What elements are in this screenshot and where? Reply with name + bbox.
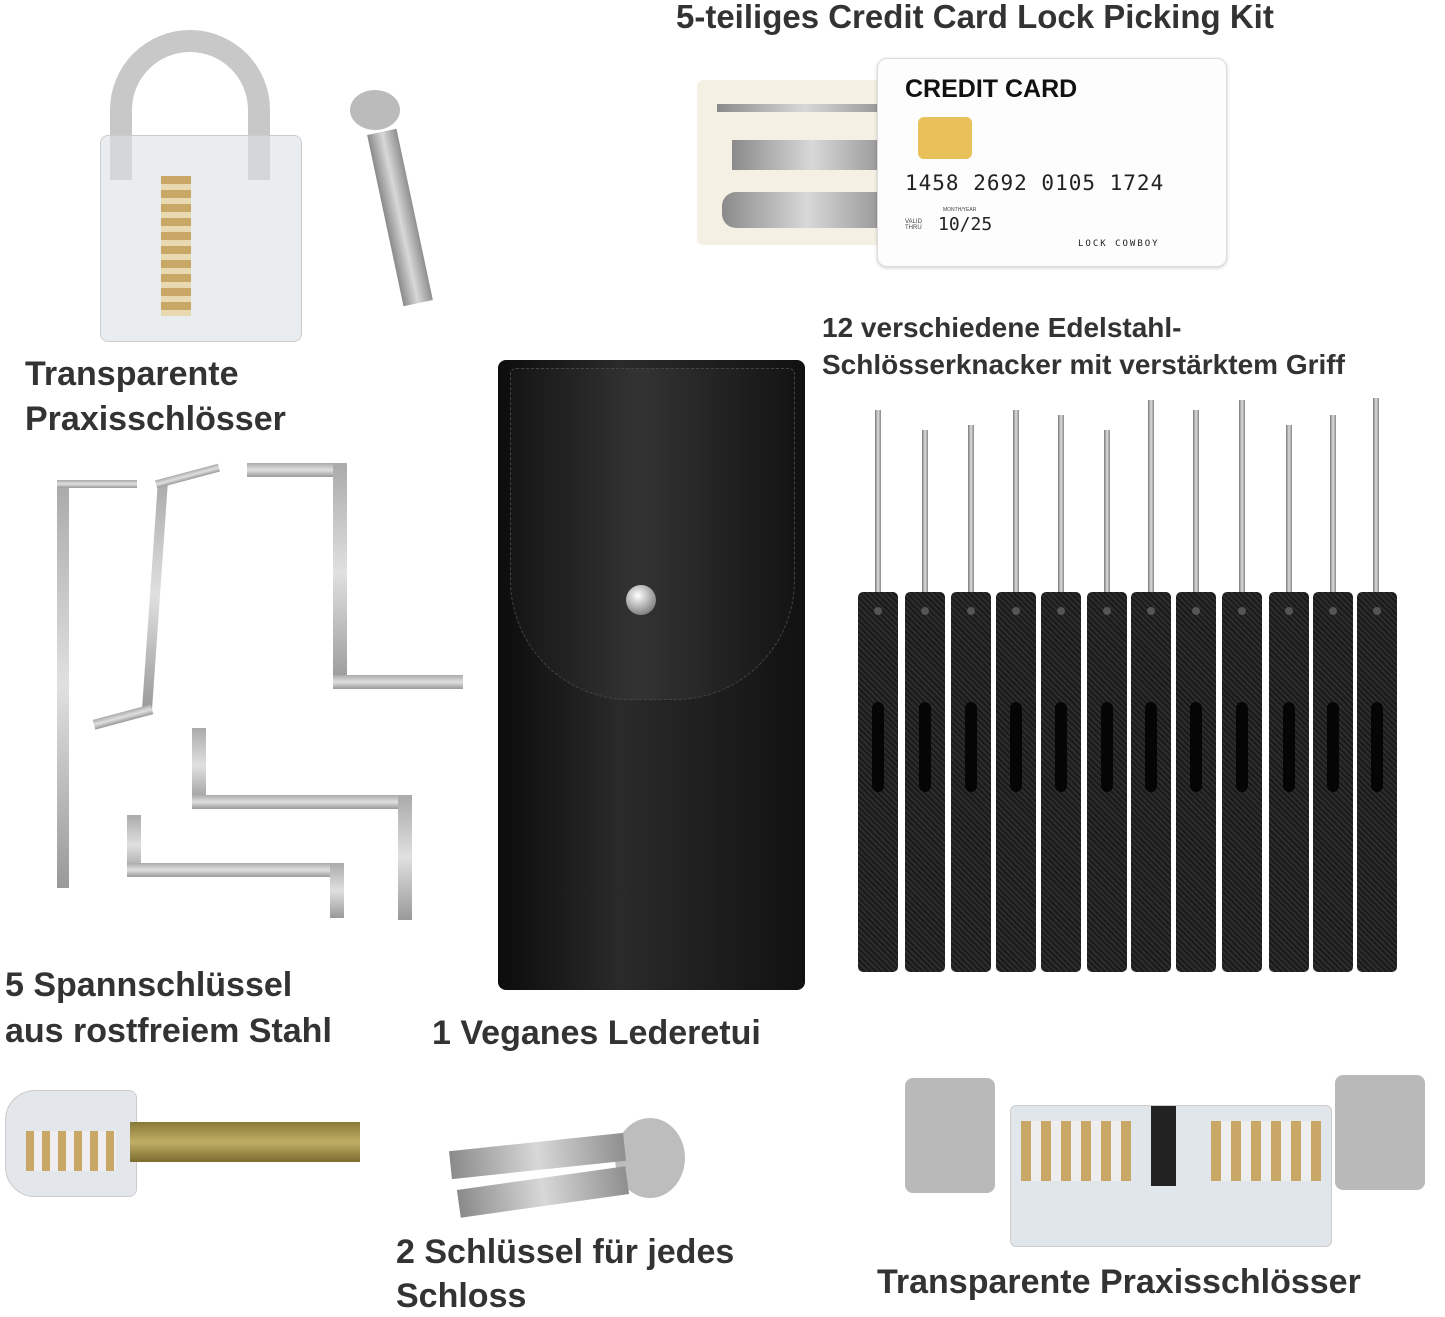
transparent-plug: [5, 1090, 137, 1197]
wrenches-label-2: aus rostfreiem Stahl: [5, 1012, 332, 1050]
vegan-leather-case: [498, 360, 805, 990]
picks-label-1: 12 verschiedene Edelstahl-: [822, 312, 1182, 343]
credit-card: CREDIT CARD 1458 2692 0105 1724 VALID TH…: [877, 58, 1227, 267]
card-expiry: 10/25: [938, 214, 993, 235]
keys-label-1: 2 Schlüssel für jedes: [396, 1233, 735, 1271]
valid-thru-label: VALID THRU: [905, 219, 922, 231]
card-number: 1458 2692 0105 1724: [905, 171, 1165, 195]
padlock-label-2: Praxisschlösser: [25, 400, 286, 438]
transparent-cylinder-lock: [1010, 1105, 1332, 1247]
card-brand: LOCK COWBOY: [1078, 239, 1160, 249]
card-kit-title: 5-teiliges Credit Card Lock Picking Kit: [676, 0, 1274, 35]
snap-button-icon: [626, 585, 656, 615]
cylinder-key-right: [1335, 1075, 1425, 1190]
card-holder: [697, 80, 897, 245]
picks-label-2: Schlösserknacker mit verstärktem Griff: [822, 349, 1345, 380]
case-label: 1 Veganes Lederetui: [432, 1014, 761, 1052]
padlock-key: [367, 128, 433, 307]
key-icon: [350, 90, 400, 130]
wrenches-label-1: 5 Spannschlüssel: [5, 966, 293, 1004]
cylinder-key-left: [905, 1078, 995, 1193]
padlock-label-1: Transparente: [25, 355, 239, 393]
cylinder-label: Transparente Praxisschlösser: [877, 1263, 1361, 1301]
transparent-padlock: [100, 135, 302, 342]
keys-label-2: Schloss: [396, 1277, 527, 1315]
card-title: CREDIT CARD: [905, 75, 1078, 103]
plug-follower: [130, 1122, 360, 1162]
chip-icon: [918, 117, 972, 159]
month-year-label: MONTH/YEAR: [943, 207, 977, 213]
